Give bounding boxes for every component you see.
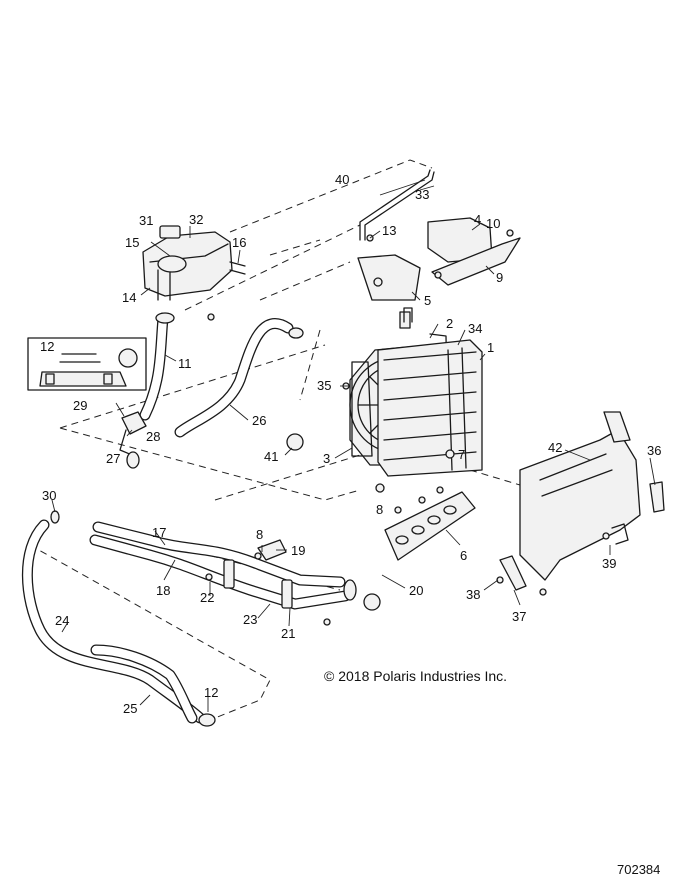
callout-13: 13 [382, 223, 396, 238]
coolant-tubes [89, 521, 381, 611]
upper-brackets [357, 217, 521, 323]
callout-31: 31 [139, 213, 153, 228]
callout-23: 23 [243, 612, 257, 627]
callout-18: 18 [156, 583, 170, 598]
callout-39: 39 [602, 556, 616, 571]
support-rod [359, 169, 435, 241]
radiator-hose-26 [174, 318, 304, 438]
callout-17: 17 [152, 525, 166, 540]
callout-22: 22 [200, 590, 214, 605]
callout-36: 36 [647, 443, 661, 458]
copyright-notice: © 2018 Polaris Industries Inc. [324, 668, 508, 684]
callout-10: 10 [486, 216, 500, 231]
callout-27: 27 [106, 451, 120, 466]
leader-lines [51, 179, 656, 712]
callout-2: 2 [446, 316, 453, 331]
callout-11: 11 [178, 356, 192, 371]
callout-19: 19 [291, 543, 305, 558]
callout-3: 3 [323, 451, 330, 466]
callout-8: 8 [376, 502, 383, 517]
lower-hoses [21, 510, 216, 727]
clamp-detail-inset [27, 337, 147, 391]
coolant-reservoir [142, 225, 246, 301]
drawing-number: 702384 [617, 862, 661, 877]
callout-16: 16 [232, 235, 246, 250]
callout-12-second: 12 [204, 685, 218, 700]
callout-20: 20 [409, 583, 423, 598]
callout-28: 28 [146, 429, 160, 444]
callout-14: 14 [122, 290, 136, 305]
callout-5: 5 [424, 293, 431, 308]
hose-fitting [119, 411, 147, 469]
radiator-core [377, 339, 483, 477]
callout-25: 25 [123, 701, 137, 716]
callout-8-second: 8 [256, 527, 263, 542]
part-callouts: 1 2 3 4 5 6 7 8 9 10 11 12 13 14 15 16 1… [40, 172, 661, 716]
callout-34: 34 [468, 321, 482, 336]
overflow-hose [139, 312, 175, 421]
right-bracket-assembly [499, 411, 665, 591]
callout-41: 41 [264, 449, 278, 464]
callout-7: 7 [458, 447, 465, 462]
callout-35: 35 [317, 378, 331, 393]
callout-38: 38 [466, 587, 480, 602]
callout-32: 32 [189, 212, 203, 227]
callout-40: 40 [335, 172, 349, 187]
callout-6: 6 [460, 548, 467, 563]
callout-33: 33 [415, 187, 429, 202]
callout-26: 26 [252, 413, 266, 428]
callout-30: 30 [42, 488, 56, 503]
callout-9: 9 [496, 270, 503, 285]
callout-12: 12 [40, 339, 54, 354]
callout-37: 37 [512, 609, 526, 624]
callout-42: 42 [548, 440, 562, 455]
small-fasteners [205, 229, 610, 626]
callout-15: 15 [125, 235, 139, 250]
callout-24: 24 [55, 613, 69, 628]
callout-4: 4 [474, 212, 481, 227]
callout-1: 1 [487, 340, 494, 355]
callout-21: 21 [281, 626, 295, 641]
foam-pad [384, 491, 476, 561]
callout-29: 29 [73, 398, 87, 413]
